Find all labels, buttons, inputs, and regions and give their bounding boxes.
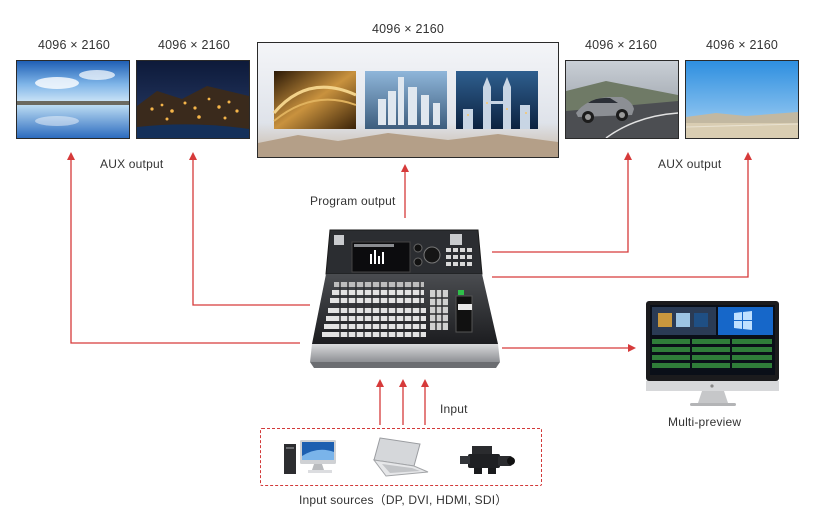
desktop-computer-icon bbox=[284, 440, 336, 474]
program-resolution: 4096 × 2160 bbox=[372, 22, 445, 36]
multi-preview-label: Multi-preview bbox=[668, 415, 742, 429]
input-sources-label: Input sources（DP, DVI, HDMI, SDI） bbox=[299, 493, 508, 507]
aux-right-1-screen bbox=[566, 61, 678, 138]
aux-left-1-screen bbox=[17, 61, 129, 138]
multi-preview-monitor bbox=[646, 301, 779, 406]
video-camera-icon bbox=[460, 446, 515, 474]
input-sources-box bbox=[260, 428, 542, 486]
laptop-icon bbox=[372, 437, 429, 477]
arrow-aux-left-1 bbox=[67, 152, 300, 344]
arrow-aux-right-1 bbox=[492, 152, 632, 253]
input-label: Input bbox=[440, 402, 468, 416]
aux-right-2-screen bbox=[686, 61, 798, 138]
aux-left-2-resolution: 4096 × 2160 bbox=[158, 38, 231, 52]
aux-output-right-label: AUX output bbox=[658, 157, 722, 171]
aux-left-1-resolution: 4096 × 2160 bbox=[38, 38, 111, 52]
arrow-aux-right-2 bbox=[492, 152, 752, 278]
aux-left-2-screen bbox=[137, 61, 249, 138]
program-output-label: Program output bbox=[310, 194, 396, 208]
arrow-aux-left-2 bbox=[189, 152, 310, 306]
switcher-console bbox=[310, 229, 500, 368]
program-screen bbox=[258, 43, 558, 157]
aux-right-1-resolution: 4096 × 2160 bbox=[585, 38, 658, 52]
aux-output-left-label: AUX output bbox=[100, 157, 164, 171]
aux-right-2-resolution: 4096 × 2160 bbox=[706, 38, 779, 52]
